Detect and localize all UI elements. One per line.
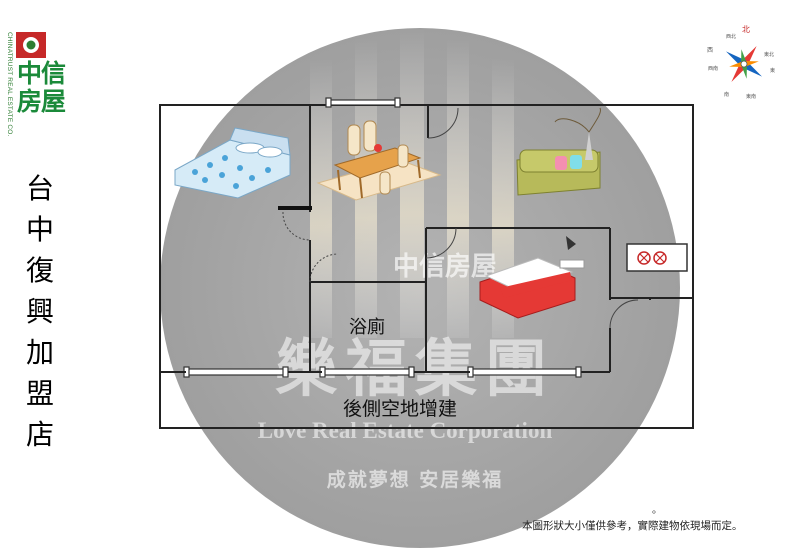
watermark-english: Love Real Estate Corporation — [257, 418, 553, 443]
bed-icon — [174, 127, 291, 199]
compass-icon: 北 西北 東北 東 西 西南 南 東南 — [707, 25, 775, 100]
door-arc-kitchen — [427, 107, 459, 139]
outer-wall — [159, 104, 694, 429]
compass-northwest: 西北 — [726, 33, 736, 40]
compass-southeast: 東南 — [746, 93, 756, 100]
watermark-slogan: 成就夢想 安居樂福 — [326, 469, 504, 491]
stove-icon — [626, 243, 688, 272]
compass-west: 西 — [707, 47, 713, 54]
brand-logo-icon — [16, 32, 46, 58]
compass-southwest: 西南 — [708, 65, 718, 72]
footnote-dot: 。 — [652, 505, 662, 516]
footnote: 本圖形狀大小僅供參考，實際建物依現場而定。 — [522, 520, 743, 532]
room-label-bathroom: 浴廁 — [349, 317, 385, 338]
door-arc-bathroom — [309, 253, 339, 283]
brand-name: 中信房屋 — [17, 59, 66, 116]
compass-east: 東 — [770, 67, 775, 74]
compass-northeast: 東北 — [764, 51, 774, 58]
door-arc-corridor — [609, 299, 639, 329]
door-arc-bedroom — [282, 211, 311, 241]
sofa-icon — [516, 107, 601, 196]
compass-north: 北 — [742, 25, 750, 34]
brand-english-name: CHINATRUST REAL ESTATE CO. — [6, 32, 13, 137]
room-label-rear-extension: 後側空地增建 — [343, 398, 458, 420]
compass-south: 南 — [724, 91, 729, 98]
store-name: 台中復興加盟店 — [25, 172, 54, 451]
bed-2-icon — [479, 236, 585, 319]
door-arc-bedroom2 — [425, 227, 457, 259]
watermark-brand: 中信房屋 — [393, 252, 498, 282]
dining-table-icon — [316, 120, 442, 201]
